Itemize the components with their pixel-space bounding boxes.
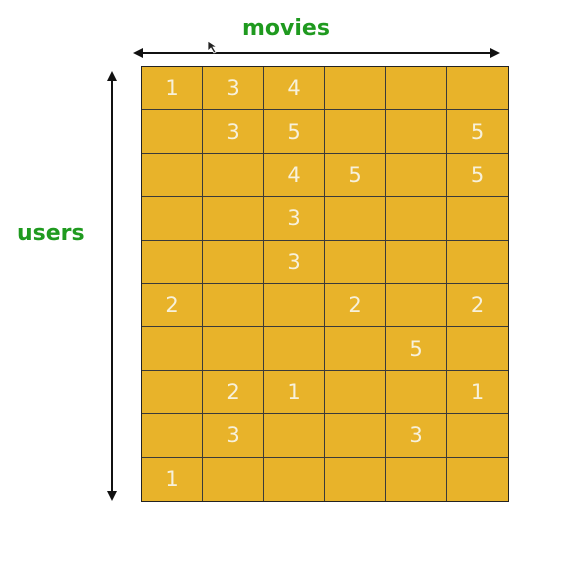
rating-cell	[325, 414, 386, 458]
rating-cell	[142, 153, 203, 198]
rating-cell	[386, 240, 447, 284]
rating-cell	[386, 284, 447, 328]
mouse-cursor-icon	[207, 40, 219, 54]
rating-cell	[325, 110, 386, 154]
rating-cell: 3	[264, 197, 325, 241]
rating-cell: 3	[203, 67, 264, 111]
users-double-arrow	[107, 71, 117, 501]
rating-cell	[386, 153, 447, 198]
rating-cell	[142, 414, 203, 458]
rating-cell: 4	[264, 67, 325, 111]
rating-cell: 3	[264, 240, 325, 284]
movies-double-arrow	[133, 48, 500, 58]
rating-cell	[142, 327, 203, 371]
rating-cell: 1	[142, 67, 203, 111]
rating-cell	[142, 370, 203, 415]
rating-cell	[264, 327, 325, 371]
rating-cell	[325, 67, 386, 111]
rating-cell	[447, 414, 508, 458]
rating-cell: 2	[325, 284, 386, 328]
rating-cell	[264, 284, 325, 328]
rating-cell	[447, 241, 508, 284]
rating-cell	[142, 197, 203, 241]
rating-cell	[203, 197, 264, 241]
rating-cell	[203, 153, 264, 198]
rating-cell	[325, 370, 386, 415]
rating-cell	[447, 67, 508, 111]
rating-cell	[447, 197, 508, 241]
rating-cell: 1	[264, 370, 325, 415]
rating-cell	[386, 110, 447, 154]
rating-cell: 2	[203, 370, 264, 415]
rating-cell	[142, 110, 203, 154]
rating-cell	[264, 457, 325, 501]
rating-cell: 5	[447, 110, 508, 154]
rating-cell	[203, 240, 264, 284]
rating-cell: 2	[142, 284, 203, 328]
rating-cell	[142, 240, 203, 284]
rating-cell	[203, 284, 264, 328]
rating-cell: 5	[447, 154, 508, 198]
rating-cell	[264, 414, 325, 458]
rating-cell: 5	[386, 327, 447, 371]
users-axis-label: users	[17, 221, 85, 246]
rating-cell: 2	[447, 284, 508, 328]
rating-cell: 4	[264, 153, 325, 198]
rating-cell: 5	[325, 153, 386, 198]
rating-cell	[386, 370, 447, 415]
movies-axis-label: movies	[242, 16, 330, 41]
rating-cell	[386, 457, 447, 501]
rating-cell	[203, 457, 264, 501]
rating-cell: 5	[264, 110, 325, 154]
rating-cell	[325, 457, 386, 501]
rating-cell	[447, 458, 508, 501]
rating-cell: 1	[142, 457, 203, 501]
rating-cell: 3	[203, 414, 264, 458]
rating-cell	[325, 240, 386, 284]
rating-cell	[386, 67, 447, 111]
rating-cell: 3	[386, 414, 447, 458]
rating-cell	[447, 327, 508, 371]
rating-cell: 3	[203, 110, 264, 154]
rating-cell	[325, 197, 386, 241]
rating-cell	[203, 327, 264, 371]
rating-cell	[386, 197, 447, 241]
rating-cell: 1	[447, 371, 508, 415]
rating-cell	[325, 327, 386, 371]
